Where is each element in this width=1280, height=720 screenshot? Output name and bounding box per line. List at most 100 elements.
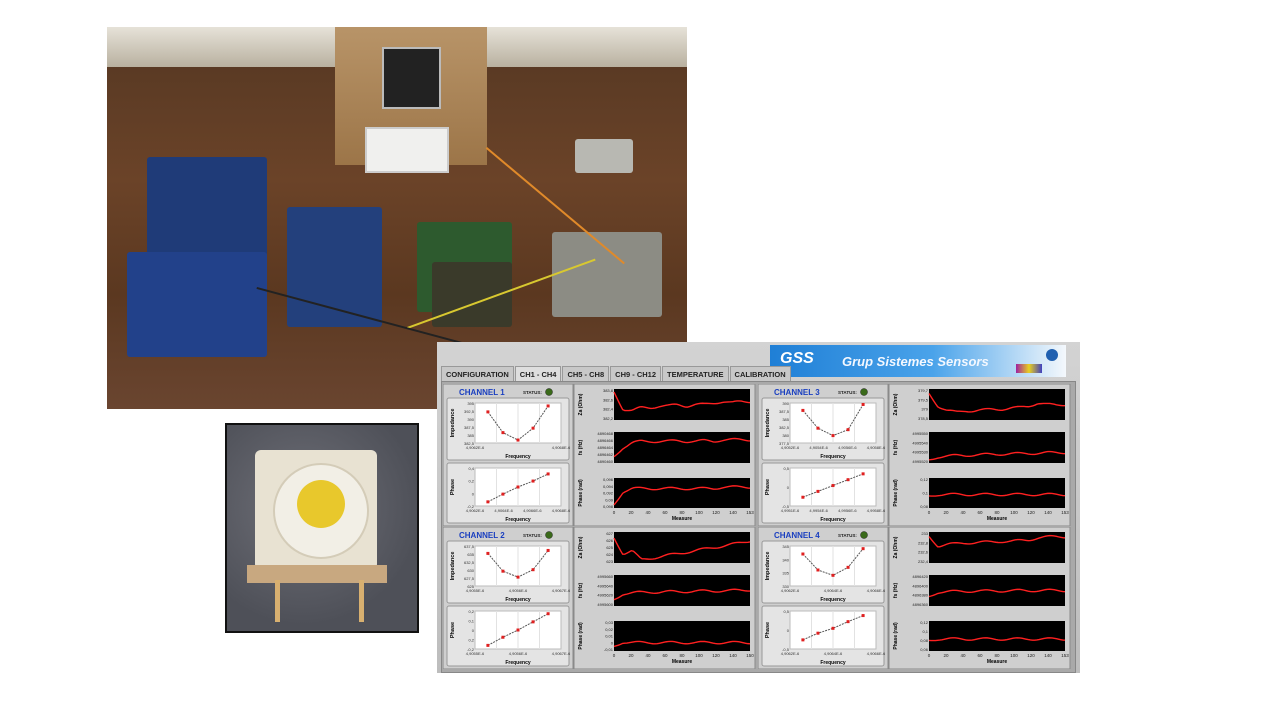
data-point: [846, 620, 850, 624]
data-point: [816, 631, 820, 635]
za-graph-ylabel: Za (Ohm): [578, 536, 584, 558]
y-tick-label: 4995660: [597, 574, 613, 579]
y-tick-label: 382,5: [464, 441, 475, 446]
banner-title: Grup Sistemes Sensors: [842, 354, 989, 369]
y-tick-label: 637,5: [464, 544, 475, 549]
x-tick-label: 80: [994, 653, 1000, 658]
y-tick-label: 379: [921, 407, 928, 412]
data-point: [486, 643, 490, 647]
x-tick-label: 4,9052E-6: [781, 445, 800, 450]
y-tick-label: 0,092: [603, 491, 614, 496]
y-tick-label: 630: [467, 568, 474, 573]
fs-graph-trace: [613, 437, 751, 458]
y-tick-label: 233: [921, 531, 928, 536]
quartz-crystal-electrode: [297, 480, 345, 528]
x-tick-label: 0: [613, 653, 616, 658]
za-graph-ylabel: Za (Ohm): [893, 393, 899, 415]
data-point: [516, 485, 520, 489]
y-tick-label: 0,08: [920, 504, 929, 509]
y-tick-label: 0: [787, 485, 790, 490]
y-tick-label: 0: [472, 628, 475, 633]
x-tick-label: 4,9951E-6: [781, 508, 800, 513]
data-point: [801, 552, 805, 556]
impedance-graph-ylabel: Impedance: [765, 552, 771, 581]
y-tick-label: 0,5: [783, 466, 789, 471]
status-label: STATUS:: [838, 390, 857, 395]
phase-rad-graph-ylabel: Phase (rad): [578, 479, 584, 507]
x-tick-label: 120: [1027, 653, 1035, 658]
y-tick-label: 626: [606, 538, 613, 543]
y-tick-label: 232,8: [918, 540, 929, 545]
y-tick-label: 340: [782, 557, 789, 562]
y-tick-label: 232,6: [918, 550, 929, 555]
za-graph-trace: [928, 393, 1066, 413]
tab-temperature[interactable]: TEMPERATURE: [662, 366, 729, 382]
za-graph-trace: [613, 537, 751, 560]
y-tick-label: 635: [467, 552, 474, 557]
y-tick-label: 0,12: [920, 620, 929, 625]
data-point: [831, 626, 835, 630]
x-tick-label: 0: [613, 510, 616, 515]
tab-calibration[interactable]: CALIBRATION: [729, 366, 791, 382]
data-point: [861, 614, 865, 618]
phase-graph-ylabel: Phase: [450, 479, 456, 495]
x-tick-label: 100: [1010, 510, 1018, 515]
tab-ch5-ch8[interactable]: CH5 - CH8: [562, 366, 610, 382]
y-tick-label: 0,1: [922, 629, 928, 634]
data-point: [546, 612, 550, 616]
y-tick-label: 0,12: [920, 477, 929, 482]
channel-title: CHANNEL 2: [459, 531, 505, 540]
x-tick-label: 40: [645, 510, 651, 515]
fs-graph-ylabel: fs (Hz): [578, 583, 584, 599]
x-tick-label: 4,9956E-6: [838, 508, 857, 513]
x-tick-label: 4,9064E-6: [824, 651, 843, 656]
x-tick-label: 140: [729, 653, 737, 658]
data-point: [546, 404, 550, 408]
x-tick-label: 100: [695, 510, 703, 515]
tab-ch9-ch12[interactable]: CH9 - CH12: [610, 366, 661, 382]
data-point: [531, 479, 535, 483]
y-tick-label: 345: [782, 544, 789, 549]
data-point: [831, 573, 835, 577]
data-point: [831, 484, 835, 488]
x-tick-label: 4,9058E-6: [867, 445, 886, 450]
data-point: [846, 565, 850, 569]
x-tick-label: 153: [1061, 653, 1069, 658]
y-tick-label: 387,5: [779, 409, 790, 414]
za-graph-trace: [928, 534, 1066, 548]
x-tick-label: 150: [746, 653, 754, 658]
data-point: [516, 575, 520, 579]
y-tick-label: 4896462: [597, 452, 613, 457]
y-tick-label: 383,8: [603, 388, 614, 393]
data-point: [531, 620, 535, 624]
x-tick-label: 60: [662, 510, 668, 515]
tab-configuration[interactable]: CONFIGURATION: [441, 366, 514, 382]
za-graph-area: [614, 532, 750, 563]
y-tick-label: 330: [782, 584, 789, 589]
y-tick-label: 0,02: [605, 627, 614, 632]
x-tick-label: 4,9062E-6: [781, 588, 800, 593]
y-tick-label: 0,06: [920, 647, 929, 652]
y-tick-label: 385: [467, 433, 474, 438]
data-point: [531, 568, 535, 572]
tab-ch1-ch4[interactable]: CH1 - CH4: [514, 366, 562, 382]
za-graph-ylabel: Za (Ohm): [893, 536, 899, 558]
phase-rad-graph-trace: [928, 637, 1066, 642]
x-tick-label: 20: [943, 653, 949, 658]
phase-graph-ylabel: Phase: [765, 622, 771, 638]
x-tick-label: 140: [1044, 510, 1052, 515]
x-tick-label: 153: [746, 510, 754, 515]
phase-graph-xlabel: Frequency: [505, 660, 531, 666]
data-point: [861, 402, 865, 406]
phase-graph-ylabel: Phase: [765, 479, 771, 495]
x-tick-label: 80: [994, 510, 1000, 515]
x-tick-label: 4,9064E-6: [494, 508, 513, 513]
x-tick-label: 80: [679, 510, 685, 515]
sensor-photo: [225, 423, 419, 633]
y-tick-label: 379,7: [918, 388, 929, 393]
phase-graph-fit-line: [802, 473, 864, 498]
channel-title: CHANNEL 4: [774, 531, 820, 540]
